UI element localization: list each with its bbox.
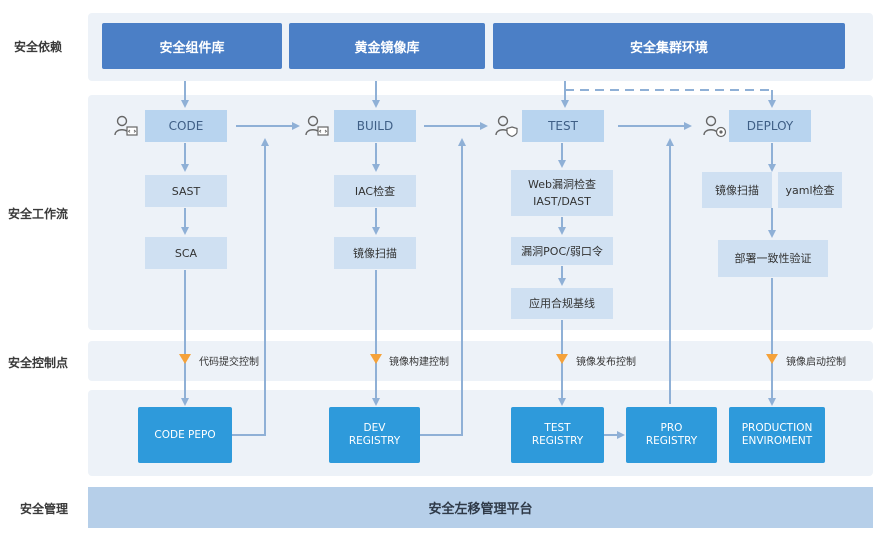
control-marker-test xyxy=(556,354,568,364)
registry-production-label-1: PRODUCTION xyxy=(741,422,813,434)
step-iast-dast-label: IAST/DAST xyxy=(533,195,591,208)
stage-deploy[interactable]: DEPLOY xyxy=(729,110,811,142)
user-build-icon xyxy=(304,113,330,139)
dependency-secure-cluster[interactable]: 安全集群环境 xyxy=(493,23,845,69)
step-sca[interactable]: SCA xyxy=(145,237,227,269)
user-gear-icon xyxy=(702,113,728,139)
step-iac-check[interactable]: IAC检查 xyxy=(334,175,416,207)
step-image-scan-deploy[interactable]: 镜像扫描 xyxy=(702,172,772,208)
control-label-build: 镜像构建控制 xyxy=(389,357,449,368)
registry-pro-label-1: PRO xyxy=(660,422,683,434)
registry-code-repo-label: CODE PEPO xyxy=(154,428,216,441)
registry-test-label-1: TEST xyxy=(544,422,571,434)
step-image-scan-build[interactable]: 镜像扫描 xyxy=(334,237,416,269)
step-web-vuln-label: Web漏洞检查 xyxy=(528,178,596,191)
stage-code[interactable]: CODE xyxy=(145,110,227,142)
control-marker-build xyxy=(370,354,382,364)
dependency-golden-image-library[interactable]: 黄金镜像库 xyxy=(289,23,485,69)
registry-production[interactable]: PRODUCTION ENVIROMENT xyxy=(729,407,825,463)
control-label-deploy: 镜像启动控制 xyxy=(786,357,846,368)
step-poc-weak-password[interactable]: 漏洞POC/弱口令 xyxy=(511,237,613,265)
row-label-management: 安全管理 xyxy=(20,502,69,516)
registry-production-label-2: ENVIROMENT xyxy=(741,435,813,447)
stage-build[interactable]: BUILD xyxy=(334,110,416,142)
registry-dev-label-2: REGISTRY xyxy=(348,435,401,447)
row-label-dependency: 安全依赖 xyxy=(14,40,63,54)
control-band xyxy=(88,341,873,381)
management-platform[interactable]: 安全左移管理平台 xyxy=(88,487,873,528)
registry-test-label-2: REGISTRY xyxy=(531,435,584,447)
step-web-vuln-check[interactable]: Web漏洞检查 IAST/DAST xyxy=(511,170,613,216)
stage-test[interactable]: TEST xyxy=(522,110,604,142)
row-label-control: 安全控制点 xyxy=(8,356,69,370)
user-shield-icon xyxy=(494,113,520,139)
registry-pro-label-2: REGISTRY xyxy=(645,435,698,447)
registry-pro[interactable]: PRO REGISTRY xyxy=(626,407,717,463)
step-sast[interactable]: SAST xyxy=(145,175,227,207)
registry-dev[interactable]: DEV REGISTRY xyxy=(329,407,420,463)
registry-test[interactable]: TEST REGISTRY xyxy=(511,407,604,463)
registry-dev-label-1: DEV xyxy=(363,422,386,434)
control-marker-deploy xyxy=(766,354,778,364)
control-marker-code xyxy=(179,354,191,364)
user-code-icon xyxy=(113,113,139,139)
row-label-workflow: 安全工作流 xyxy=(8,207,69,221)
step-deploy-consistency[interactable]: 部署一致性验证 xyxy=(718,240,828,277)
step-compliance-baseline[interactable]: 应用合规基线 xyxy=(511,288,613,319)
control-label-code: 代码提交控制 xyxy=(199,357,259,368)
step-yaml-check[interactable]: yaml检查 xyxy=(778,172,842,208)
control-label-test: 镜像发布控制 xyxy=(576,357,636,368)
registry-code-repo[interactable]: CODE PEPO xyxy=(138,407,232,463)
dependency-component-library[interactable]: 安全组件库 xyxy=(102,23,282,69)
